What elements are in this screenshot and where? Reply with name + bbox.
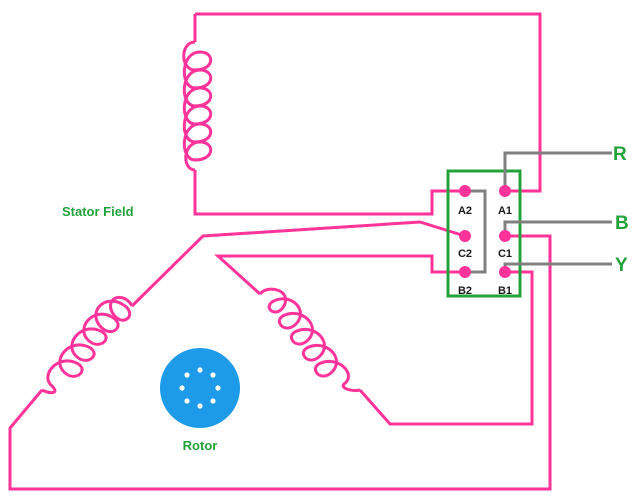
terminal-b1-label: B1	[498, 285, 512, 297]
right-winding-wire	[214, 254, 534, 426]
supply-line-r	[503, 151, 612, 191]
top-winding-wire	[193, 12, 542, 216]
terminal-box	[446, 169, 522, 298]
terminal-labels: A2 A1 C2 C1 B2 B1	[458, 205, 512, 297]
terminal-a2-label: A2	[458, 205, 472, 217]
terminal-a2-dot	[459, 185, 471, 197]
rotor	[160, 348, 240, 428]
left-winding-wire	[8, 220, 552, 491]
rotor-dot	[197, 367, 203, 373]
terminal-c1-label: C1	[498, 248, 512, 260]
left-winding	[8, 220, 552, 491]
terminal-dots	[459, 185, 511, 278]
terminal-b1-dot	[499, 266, 511, 278]
rotor-dot	[210, 398, 216, 404]
top-winding-coil	[182, 40, 213, 172]
right-winding-coil	[258, 287, 361, 392]
right-winding	[214, 254, 534, 426]
supply-labels: R B Y	[613, 144, 629, 276]
terminal-jumpers	[465, 189, 487, 274]
terminal-b2-dot	[459, 266, 471, 278]
stator-field-label: Stator Field	[62, 204, 134, 219]
rotor-dot	[197, 403, 203, 409]
rotor-label: Rotor	[183, 438, 218, 453]
terminal-a1-dot	[499, 185, 511, 197]
rotor-dot	[179, 385, 185, 391]
rotor-dot	[184, 398, 190, 404]
top-winding	[182, 12, 542, 216]
jumper-left	[465, 189, 487, 274]
rotor-disc	[160, 348, 240, 428]
terminal-a1-label: A1	[498, 205, 512, 217]
rotor-dot	[184, 372, 190, 378]
supply-label-r: R	[613, 144, 627, 165]
terminal-c1-dot	[499, 230, 511, 242]
terminal-b2-label: B2	[458, 285, 472, 297]
supply-label-y: Y	[615, 255, 628, 276]
supply-label-b: B	[615, 213, 629, 234]
terminal-c2-dot	[459, 230, 471, 242]
rotor-dot	[215, 385, 221, 391]
rotor-dots	[179, 367, 221, 409]
left-winding-coil	[41, 296, 134, 395]
terminal-c2-label: C2	[458, 248, 472, 260]
rotor-dot	[210, 372, 216, 378]
